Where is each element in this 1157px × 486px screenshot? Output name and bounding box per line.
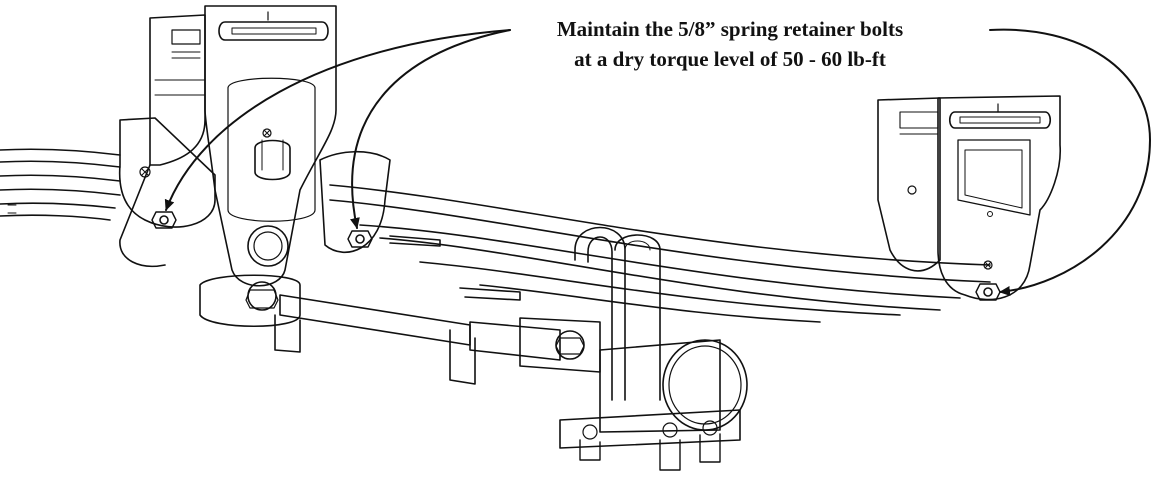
center-retainer-bolt	[347, 230, 373, 248]
right-retainer-bolt	[975, 283, 1001, 301]
axle	[559, 339, 748, 471]
leader-arrow-right	[989, 28, 1151, 296]
leader-arrow-left	[164, 29, 511, 211]
torque-arm	[199, 274, 601, 385]
left-retainer-bolt	[151, 211, 177, 229]
shackle-bushing	[247, 139, 291, 267]
right-hanger	[877, 95, 1061, 301]
torque-callout: Maintain the 5/8” spring retainer bolts …	[470, 14, 990, 74]
left-leaf-spring	[0, 148, 121, 221]
leader-arrows	[164, 28, 1151, 296]
callout-line-1: Maintain the 5/8” spring retainer bolts	[556, 17, 904, 41]
center-leaf-spring	[329, 184, 991, 323]
left-equalizer	[118, 117, 391, 254]
leader-arrow-center	[350, 29, 511, 229]
left-front-hanger	[204, 5, 337, 287]
callout-line-2: at a dry torque level of 50 - 60 lb-ft	[574, 47, 886, 71]
u-bolt	[574, 226, 661, 401]
